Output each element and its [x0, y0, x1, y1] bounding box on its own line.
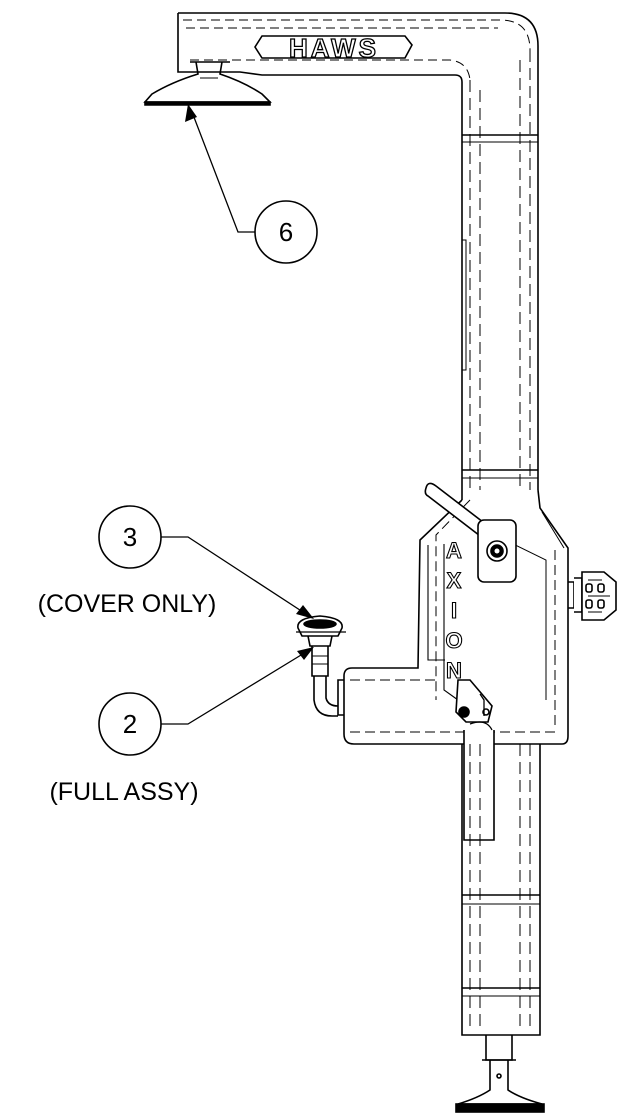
lever-bracket	[455, 679, 495, 841]
shower-head	[143, 61, 272, 106]
vertical-pipe-lower	[461, 744, 541, 1036]
callout-3-leader	[161, 536, 307, 615]
callout-6-number: 6	[279, 217, 293, 247]
vertical-pipe-upper	[461, 50, 539, 500]
axion-letter-i: I	[451, 598, 457, 623]
haws-logo-plate: HAWS	[254, 32, 413, 64]
callout-6-arrow	[185, 104, 197, 122]
overhead-arm	[177, 12, 539, 130]
side-knob	[568, 571, 617, 621]
axion-letter-o: O	[445, 628, 462, 653]
axion-letter-n: N	[446, 658, 462, 683]
callout-3-number: 3	[123, 522, 137, 552]
axion-vertical-brand: A X I O N	[445, 537, 463, 683]
callout-6-leader	[191, 111, 255, 233]
haws-logo-text: HAWS	[289, 33, 379, 63]
axion-letter-a: A	[446, 538, 462, 563]
callout-2-number: 2	[123, 709, 137, 739]
callout-2-leader	[161, 651, 307, 725]
eyewash-head	[296, 615, 346, 717]
callout-6: 6	[185, 104, 318, 264]
callout-3-note: (COVER ONLY)	[38, 590, 217, 618]
floor-flange	[455, 1035, 545, 1113]
callout-3: 3 (COVER ONLY)	[38, 505, 314, 619]
callout-3-arrow	[296, 605, 314, 619]
valve-lever	[424, 482, 517, 583]
callout-2-note: (FULL ASSY)	[49, 778, 198, 806]
callout-2-arrow	[297, 647, 314, 660]
callout-2: 2 (FULL ASSY)	[49, 647, 314, 806]
axion-letter-x: X	[447, 568, 462, 593]
